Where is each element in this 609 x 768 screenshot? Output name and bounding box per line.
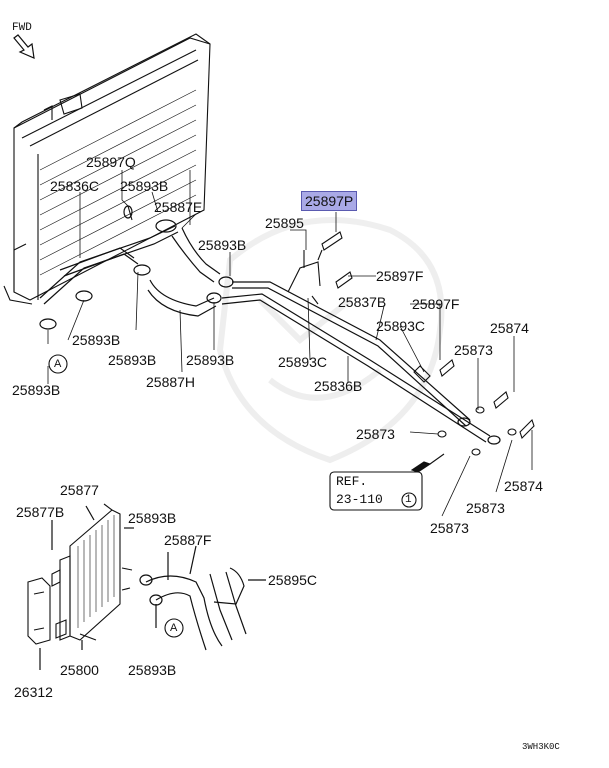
part-label-25874-a[interactable]: 25874 xyxy=(490,320,529,336)
reference-box xyxy=(329,453,445,511)
bolts xyxy=(127,205,535,456)
part-label-25893B-d[interactable]: 25893B xyxy=(108,352,157,368)
part-label-25893C-b[interactable]: 25893C xyxy=(278,354,328,370)
reference-line-2[interactable]: 23-110 xyxy=(336,492,383,507)
part-label-25893B-h[interactable]: 25893B xyxy=(128,662,177,678)
part-label-25887H[interactable]: 25887H xyxy=(146,374,196,390)
leader-lines xyxy=(47,170,533,517)
part-label-25893B-g[interactable]: 25893B xyxy=(128,510,177,526)
part-label-25895[interactable]: 25895 xyxy=(265,215,304,231)
diagram-code: 3WH3K0C xyxy=(522,742,560,752)
bracket-25895 xyxy=(287,249,323,293)
hoses-upper xyxy=(147,227,234,317)
part-label-25873-a[interactable]: 25873 xyxy=(454,342,493,358)
fwd-arrow-icon xyxy=(13,34,35,59)
part-label-25893B-b[interactable]: 25893B xyxy=(198,237,247,253)
part-label-25893C-a[interactable]: 25893C xyxy=(376,318,426,334)
part-label-25837B[interactable]: 25837B xyxy=(338,294,387,310)
fwd-label: FWD xyxy=(12,22,32,34)
callout-circles xyxy=(48,354,184,638)
radiator xyxy=(3,33,211,305)
part-label-25897F-b[interactable]: 25897F xyxy=(412,296,460,312)
part-label-25877B[interactable]: 25877B xyxy=(16,504,65,520)
part-label-25836B[interactable]: 25836B xyxy=(314,378,363,394)
part-label-25800[interactable]: 25800 xyxy=(60,662,99,678)
part-label-26312[interactable]: 26312 xyxy=(14,684,53,700)
reference-circled-number: 1 xyxy=(405,494,412,506)
part-label-25877[interactable]: 25877 xyxy=(60,482,99,498)
part-label-25873-d[interactable]: 25873 xyxy=(430,520,469,536)
callout-letter-a-upper: A xyxy=(54,358,62,370)
part-label-25893B-e[interactable]: 25893B xyxy=(186,352,235,368)
part-label-25887F[interactable]: 25887F xyxy=(164,532,212,548)
part-label-25897F-a[interactable]: 25897F xyxy=(376,268,424,284)
part-label-25887E[interactable]: 25887E xyxy=(154,199,203,215)
hoses-lower xyxy=(39,505,266,670)
part-label-25874-b[interactable]: 25874 xyxy=(504,478,543,494)
oil-pipes-long xyxy=(221,281,501,445)
bracket-26312 xyxy=(27,577,51,645)
part-label-25836C[interactable]: 25836C xyxy=(50,178,100,194)
oil-cooler-25800 xyxy=(51,503,133,641)
part-label-25873-c[interactable]: 25873 xyxy=(466,500,505,516)
part-label-25893B-c[interactable]: 25893B xyxy=(72,332,121,348)
callout-letter-a-lower: A xyxy=(170,622,178,634)
part-label-25897Q[interactable]: 25897Q xyxy=(86,154,136,170)
part-label-25895C[interactable]: 25895C xyxy=(268,572,318,588)
part-label-25893B-f[interactable]: 25893B xyxy=(12,382,61,398)
reference-line-1: REF. xyxy=(336,474,368,489)
watermark-logo xyxy=(216,217,445,464)
highlighted-part-label[interactable]: 25897P xyxy=(301,191,358,211)
part-label-25893B-a[interactable]: 25893B xyxy=(120,178,169,194)
part-label-25873-b[interactable]: 25873 xyxy=(356,426,395,442)
